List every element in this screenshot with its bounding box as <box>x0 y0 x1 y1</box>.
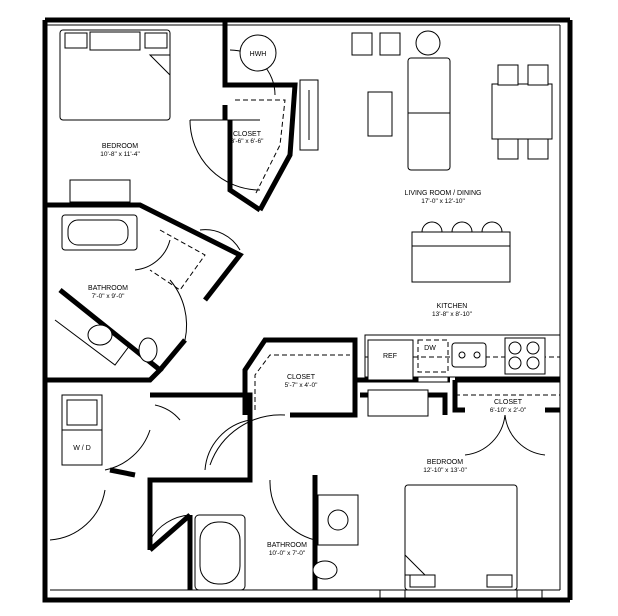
bathroom2-name: BATHROOM <box>267 542 307 549</box>
dw-label: DW <box>424 345 436 352</box>
toilet-icon <box>138 337 158 363</box>
dining-table-icon <box>491 83 553 140</box>
closet2-size: 5'-7" x 4'-0" <box>285 382 318 389</box>
hwh-label: HWH <box>250 51 267 58</box>
closet2-name: CLOSET <box>287 374 316 381</box>
doors <box>49 49 546 541</box>
bed-icon <box>404 484 518 591</box>
sofa-icon <box>407 57 451 171</box>
bedroom1-size: 10'-8" x 11'-4" <box>100 151 140 158</box>
bathroom1-name: BATHROOM <box>88 285 128 292</box>
living-name: LIVING ROOM / DINING <box>404 190 481 197</box>
closet3-name: CLOSET <box>494 399 523 406</box>
refrigerator-icon <box>367 339 414 381</box>
water-heater-icon <box>239 34 277 72</box>
ref-label: REF <box>383 353 397 360</box>
bedroom2-size: 12'-10" x 13'-0" <box>423 467 467 474</box>
kitchen-size: 13'-8" x 8'-10" <box>432 311 473 318</box>
sink-icon <box>451 342 487 368</box>
sink-icon <box>87 324 113 346</box>
bedroom2-name: BEDROOM <box>427 459 463 466</box>
dryer-icon <box>61 429 103 466</box>
kitchen-name: KITCHEN <box>437 303 468 310</box>
furniture: HWH REF DW <box>54 29 561 599</box>
dishwasher-icon <box>417 339 449 373</box>
bedroom1-name: BEDROOM <box>102 143 138 150</box>
living-size: 17'-0" x 12'-10" <box>421 198 465 205</box>
exterior-walls <box>42 17 573 603</box>
bathroom1-size: 7'-0" x 9'-0" <box>92 293 125 300</box>
room-labels: BEDROOM 10'-8" x 11'-4" CLOSET 3'-6" x 6… <box>88 131 527 557</box>
closet1-name: CLOSET <box>233 131 262 138</box>
closet3-size: 6'-10" x 2'-0" <box>490 407 527 414</box>
closet1-size: 3'-6" x 6'-6" <box>231 138 264 145</box>
toilet-icon <box>312 560 338 580</box>
kitchen-island-icon <box>411 231 511 283</box>
wd-label: W / D <box>73 445 91 452</box>
bathroom2-size: 10'-0" x 7'-0" <box>269 550 306 557</box>
